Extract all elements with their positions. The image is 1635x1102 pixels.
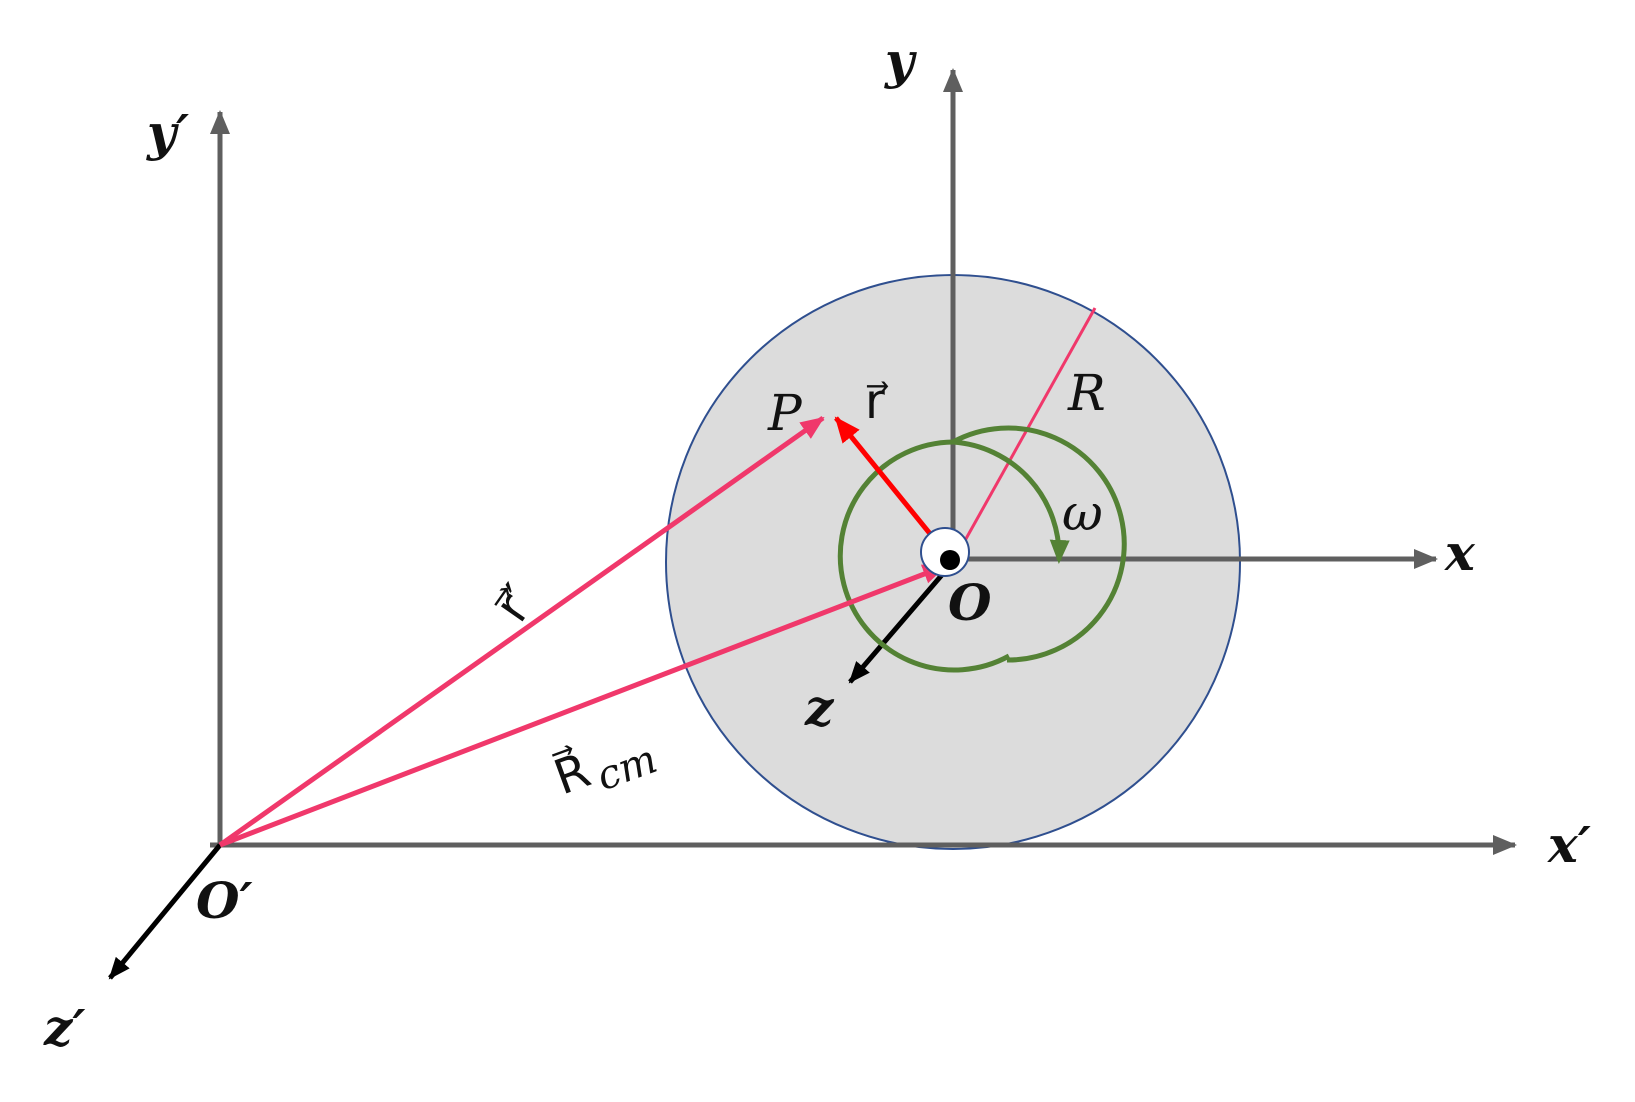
rotation-arc-lower: [837, 439, 1011, 673]
z-prime-axis: [108, 843, 222, 980]
r-cm-vector: [219, 563, 947, 848]
radius-label: R: [1067, 364, 1106, 422]
omega-label: ω: [1062, 484, 1103, 542]
radius-line: [951, 307, 1097, 563]
x-prime-label: x′: [1547, 815, 1591, 874]
z-label: z: [804, 678, 835, 737]
p-label: P: [767, 384, 803, 442]
r-body-label: r⃗: [865, 374, 889, 430]
r-prime-vector: [218, 415, 825, 848]
z-prime-label: z′: [43, 998, 86, 1057]
r-cm-label-main: R⃗: [546, 741, 597, 807]
r-cm-label-sub: cm: [591, 736, 663, 800]
rotation-omega-arrow: [951, 425, 1127, 663]
o-prime-label: O′: [196, 871, 253, 930]
r-prime-label: r⃗′: [484, 575, 547, 632]
rotation-arc: [952, 439, 1070, 564]
r-cm-label: R⃗ cm: [546, 736, 663, 807]
y-label: y: [884, 31, 917, 90]
y-prime-label: y′: [146, 103, 189, 162]
o-label: O: [948, 573, 992, 632]
origin-o-point: [940, 550, 960, 570]
x-label: x: [1444, 523, 1476, 582]
